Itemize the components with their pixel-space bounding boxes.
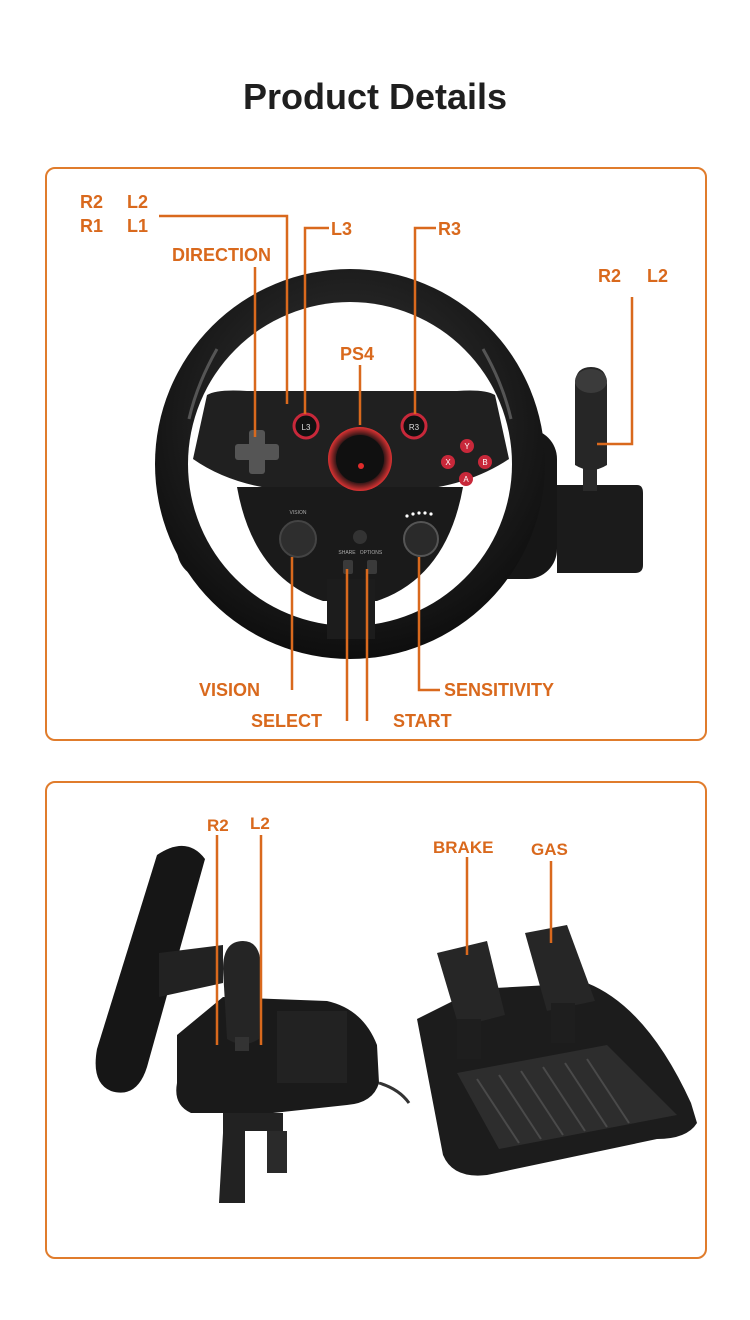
options-button: [367, 560, 377, 574]
side-housing: [277, 1011, 347, 1083]
clamp: [219, 1113, 283, 1203]
label-select: SELECT: [251, 711, 323, 731]
x-button: [441, 455, 455, 469]
y-button-text: Y: [464, 442, 470, 451]
label-gas: GAS: [531, 840, 568, 859]
share-button: [343, 560, 353, 574]
side-wheel-rim: [95, 845, 205, 1093]
options-button-text: OPTIONS: [360, 550, 383, 556]
vision-button-text: VISION: [290, 510, 307, 516]
page-title: Product Details: [242, 76, 508, 117]
share-button-text: SHARE: [338, 550, 356, 556]
ps4-button-dot: [358, 463, 364, 469]
pedal-base-grip: [457, 1045, 677, 1149]
pedal-panel: R2 L2 BRAKE GAS: [45, 781, 707, 1259]
label-shifter-r2: R2: [598, 266, 622, 286]
label-vision: VISION: [199, 680, 261, 700]
wheel-front-illustration: L3 R3 Y X B A VISION SHARE OPTIONS: [155, 214, 643, 721]
side-cable: [378, 1081, 411, 1104]
label-start: START: [393, 711, 452, 731]
a-button: [459, 472, 473, 486]
label-direction: DIRECTION: [172, 245, 271, 265]
sensitivity-leds: [405, 511, 433, 518]
b-button: [478, 455, 492, 469]
brake-pedal: [437, 941, 505, 1027]
r3-button-text: R3: [409, 423, 420, 432]
rim-stitch-right: [481, 348, 513, 420]
side-and-pedals-illustration: [95, 835, 697, 1203]
brake-pedal-arm: [457, 1019, 481, 1059]
shifter-knob-top: [575, 369, 607, 393]
sensitivity-dial: [403, 521, 439, 557]
pedal-grip-ridges: [476, 1058, 630, 1144]
y-button: [460, 439, 474, 453]
rim-stitch-left: [187, 348, 219, 420]
side-shifter-knob: [223, 941, 261, 1044]
label-l2: L2: [127, 192, 149, 212]
label-side-l2: L2: [250, 814, 270, 833]
ps4-button-core: [336, 435, 384, 483]
label-brake: BRAKE: [433, 838, 494, 857]
label-side-r2: R2: [207, 816, 229, 835]
wheel-front-panel: L3 R3 Y X B A VISION SHARE OPTIONS: [45, 167, 707, 741]
label-ps4: PS4: [340, 344, 375, 364]
l3-button-text: L3: [302, 423, 311, 432]
vision-button: [279, 520, 317, 558]
label-shifter-l2: L2: [647, 266, 669, 286]
gas-pedal-arm: [551, 1003, 575, 1043]
side-shifter-stem: [235, 1037, 249, 1051]
label-l3: L3: [331, 219, 353, 239]
clamp-knob: [267, 1131, 287, 1173]
label-sensitivity: SENSITIVITY: [444, 680, 555, 700]
leader-lines: [159, 214, 634, 721]
gas-pedal: [525, 925, 595, 1011]
dpad: [235, 430, 279, 474]
side-wheel-shaft: [159, 945, 223, 997]
x-button-text: X: [445, 458, 451, 467]
label-l1: L1: [127, 216, 149, 236]
label-r2: R2: [80, 192, 104, 212]
home-button: [353, 530, 367, 544]
label-r1: R1: [80, 216, 104, 236]
shifter-housing: [557, 485, 643, 573]
pedal-leader-lines: [215, 835, 553, 1045]
label-r3: R3: [438, 219, 462, 239]
a-button-text: A: [463, 475, 469, 484]
b-button-text: B: [482, 458, 487, 467]
